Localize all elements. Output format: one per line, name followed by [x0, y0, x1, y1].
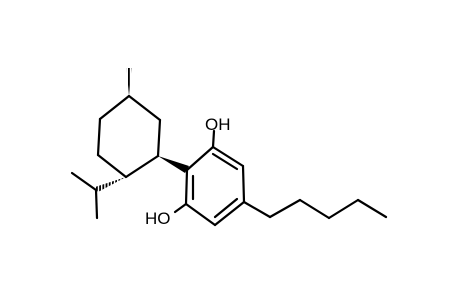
methyl-hashed-wedge	[126, 68, 132, 96]
pentyl-chain	[242, 198, 388, 220]
ring-bond-c3-c4	[124, 154, 160, 179]
benzene-ring	[184, 145, 246, 227]
cyclohexane-ring	[96, 94, 162, 179]
aromatic-bond-1	[185, 145, 215, 172]
aromatic-bond-6	[184, 168, 189, 206]
aromatic-double-bond-inner-c	[213, 197, 239, 219]
pentyl-bond-1	[242, 200, 272, 219]
hydroxyl-bond-top	[211, 129, 216, 149]
methyl-group	[126, 68, 132, 96]
hydroxyl-label-top: OH	[205, 115, 231, 134]
ring-bond-c4-c5	[96, 153, 128, 179]
pentyl-bond-2	[268, 198, 302, 219]
hydroxyl-bond-bottom	[173, 202, 188, 214]
ring-bond-c5-c6	[96, 117, 102, 157]
pentyl-bond-5	[356, 198, 388, 219]
hydroxyl-label-bottom: HO	[145, 209, 171, 228]
isopropyl-branch-left	[70, 171, 98, 192]
aromatic-bond-3	[241, 164, 246, 204]
aromatic-double-bond-inner-b	[211, 152, 239, 171]
pentyl-bond-4	[327, 198, 360, 220]
aromatic-bond-4	[213, 200, 246, 227]
aromatic-bond-5	[184, 202, 217, 227]
ring-bond-c6-c1	[98, 94, 131, 121]
isopropyl-hashed-wedge	[95, 177, 126, 192]
aryl-bold-wedge	[158, 156, 189, 173]
isopropyl-group	[70, 171, 126, 220]
ring-bond-c1-c2	[127, 94, 162, 122]
aromatic-bond-2	[211, 145, 245, 168]
pentyl-bond-3	[298, 198, 331, 220]
isopropyl-branch-right	[94, 188, 99, 220]
ring-bond-c2-c3	[156, 118, 162, 158]
